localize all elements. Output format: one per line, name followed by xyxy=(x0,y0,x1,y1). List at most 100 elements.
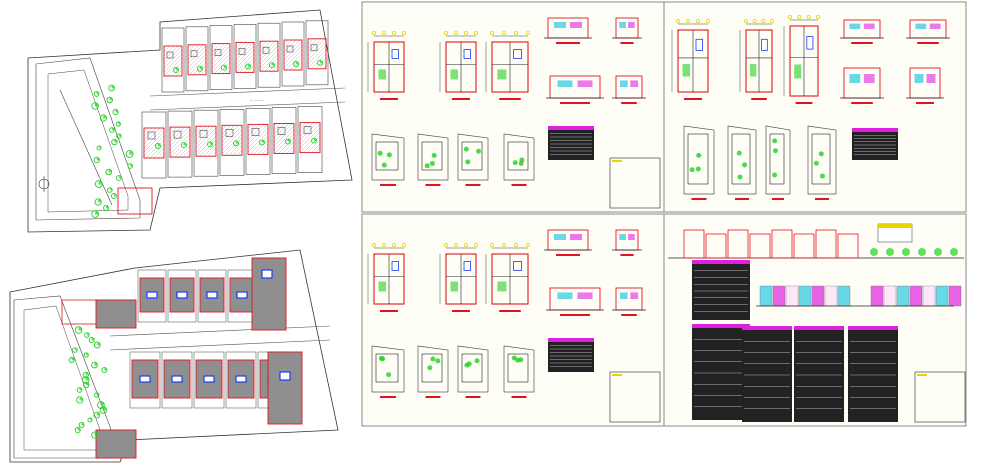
tree-icon xyxy=(87,417,93,423)
tree-icon xyxy=(106,96,113,104)
window xyxy=(914,74,924,83)
ground-floor-plan xyxy=(371,133,405,186)
trees-top xyxy=(91,84,134,218)
area-table xyxy=(548,338,594,372)
room xyxy=(262,46,270,54)
tree-icon xyxy=(259,139,265,146)
grid-bubble xyxy=(391,30,396,35)
house-facade xyxy=(909,285,923,307)
grid-bubble xyxy=(514,242,519,247)
sheet-1 xyxy=(361,1,665,213)
label-box xyxy=(203,375,215,383)
house-facade xyxy=(798,285,812,307)
house-facade xyxy=(837,285,851,307)
label-box xyxy=(279,371,291,381)
grid-bubble xyxy=(770,18,775,23)
tree-icon xyxy=(94,180,103,188)
house-facade xyxy=(749,233,771,259)
title-block xyxy=(609,371,661,423)
grid-bubble xyxy=(443,242,448,247)
lot xyxy=(167,110,193,178)
elevation xyxy=(544,229,592,256)
tree-icon xyxy=(737,174,743,180)
floor-plan xyxy=(485,242,531,312)
tree-icon xyxy=(173,67,179,73)
tree-icon xyxy=(91,361,98,369)
house-footprint xyxy=(163,45,183,77)
elevation xyxy=(546,75,604,104)
grid-bubble xyxy=(526,242,531,247)
tree-icon xyxy=(427,365,433,371)
tree-icon xyxy=(285,138,291,145)
furniture xyxy=(450,69,458,80)
corner-lot xyxy=(117,187,153,215)
tree-icon xyxy=(819,173,825,179)
window xyxy=(929,23,941,29)
tree-icon xyxy=(696,152,702,158)
drawing-title-bar xyxy=(795,102,813,104)
tree-icon xyxy=(83,381,90,389)
tree-icon xyxy=(76,396,84,404)
tree-icon xyxy=(742,162,748,168)
drawing-title-bar xyxy=(917,42,939,44)
house-facade xyxy=(727,229,749,259)
lot xyxy=(197,269,227,323)
grid-bubble xyxy=(453,30,458,35)
tree-icon xyxy=(115,121,121,127)
tree-icon xyxy=(695,166,701,172)
window xyxy=(557,292,573,299)
elevation xyxy=(612,17,642,44)
elevation xyxy=(906,19,950,44)
grid-bubble xyxy=(489,242,494,247)
sheet-drawings xyxy=(367,14,964,422)
lot xyxy=(129,351,161,409)
lot xyxy=(161,27,185,93)
house-footprint xyxy=(235,41,255,73)
table-header xyxy=(548,126,594,130)
coverage-block xyxy=(267,351,303,425)
area-table xyxy=(848,326,898,422)
tree-icon xyxy=(512,160,518,166)
grid-bubble xyxy=(371,242,376,247)
lot-row-south xyxy=(117,106,323,215)
room xyxy=(214,49,222,56)
drawing-title-bar xyxy=(499,310,521,312)
tree-icon xyxy=(689,167,695,173)
window xyxy=(619,292,628,299)
window xyxy=(628,234,635,240)
drawing-title-bar xyxy=(751,98,767,100)
window xyxy=(577,292,593,299)
tree-icon xyxy=(74,326,83,334)
floor-plan xyxy=(367,30,406,100)
drawing-title-bar xyxy=(735,198,749,200)
tree-icon xyxy=(103,205,110,211)
house-facade xyxy=(811,285,825,307)
drawing-title-bar xyxy=(556,42,580,44)
park-area xyxy=(35,57,141,221)
furniture xyxy=(749,64,757,77)
tree-icon xyxy=(197,65,203,72)
table-header xyxy=(742,326,792,330)
window xyxy=(554,22,566,28)
house-facade xyxy=(705,233,727,259)
lot xyxy=(209,25,233,90)
tree-icon xyxy=(207,141,213,148)
floor-plan xyxy=(739,18,775,100)
grid-bubble xyxy=(706,18,711,23)
house-footprint xyxy=(307,38,327,70)
room xyxy=(147,131,156,140)
furniture xyxy=(695,38,703,51)
tree-icon xyxy=(83,352,89,358)
room xyxy=(238,48,246,55)
coverage-block xyxy=(95,429,137,459)
label-box xyxy=(171,375,183,383)
elevation xyxy=(546,287,604,316)
elevation xyxy=(612,229,642,256)
house-facade xyxy=(683,229,705,259)
tree-icon xyxy=(435,358,441,364)
lot xyxy=(245,108,271,175)
window xyxy=(577,80,593,87)
floor-plan xyxy=(439,30,478,100)
site-plan-bottom xyxy=(9,249,339,463)
grid-bubble xyxy=(797,14,802,19)
